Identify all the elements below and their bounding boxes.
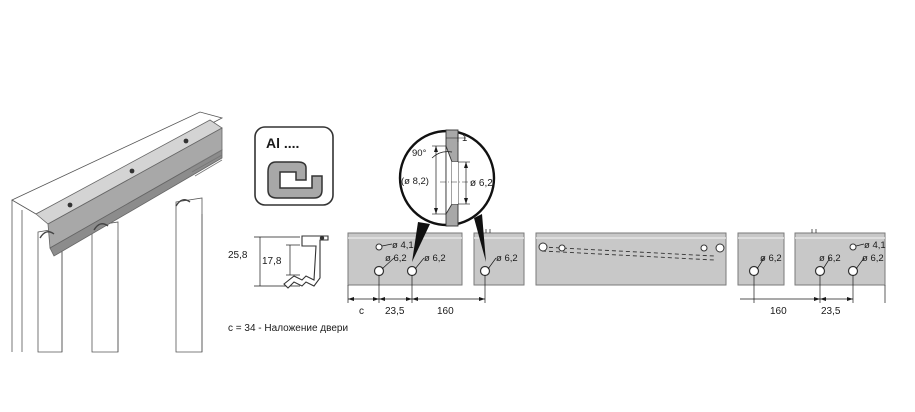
- dim-left-pitch-label: 160: [437, 306, 454, 317]
- profile-height-outer-label: 25,8: [228, 250, 248, 261]
- rail-segment-5: [794, 232, 886, 286]
- profile-height-inner-label: 17,8: [262, 256, 282, 267]
- right-hole-a-label: ø 6,2: [760, 253, 782, 264]
- left-hole-a-label: ø 6,2: [385, 253, 407, 264]
- right-hole-c-label: ø 6,2: [862, 253, 884, 264]
- dim-left-offset-label: 23,5: [385, 306, 405, 317]
- left-hole-small-label: ø 4,1: [392, 240, 414, 251]
- detail-thickness-label: 1: [462, 133, 467, 144]
- right-hole-b-label: ø 6,2: [819, 253, 841, 264]
- left-hole-c-label: ø 6,2: [496, 253, 518, 264]
- perspective-view: [11, 111, 224, 353]
- dim-c-label: c: [359, 306, 364, 317]
- aluminium-profile-icon: [267, 161, 323, 199]
- detail-angle-label: 90°: [412, 148, 427, 159]
- detail-hole-diameter-label: ø 6,2: [470, 178, 493, 189]
- rail-segment-3: [535, 232, 727, 286]
- detail-countersink-label: (ø 8,2): [401, 176, 429, 187]
- detail-magnifier: ø 6,2 (ø 8,2) 90° 1: [398, 129, 496, 262]
- dimension-lines: c 23,5 160 160 23,5: [347, 275, 886, 317]
- material-badge: Al ....: [254, 126, 334, 206]
- dim-right-offset-label: 23,5: [821, 306, 841, 317]
- right-hole-small-label: ø 4,1: [864, 240, 886, 251]
- profile-cross-section: 25,8 17,8: [228, 235, 329, 289]
- overlay-note: c = 34 - Наложение двери: [228, 323, 348, 334]
- rail-segment-2: [473, 232, 525, 286]
- rail-segment-1: [347, 232, 463, 286]
- rail-segment-4: [737, 232, 785, 286]
- material-label: Al ....: [266, 135, 299, 151]
- rail-segments: ø 4,1 ø 6,2 ø 6,2 ø 6,2 ø 6,2 ø 6,2 ø 4,…: [347, 229, 886, 286]
- left-hole-b-label: ø 6,2: [424, 253, 446, 264]
- dim-right-pitch-label: 160: [770, 306, 787, 317]
